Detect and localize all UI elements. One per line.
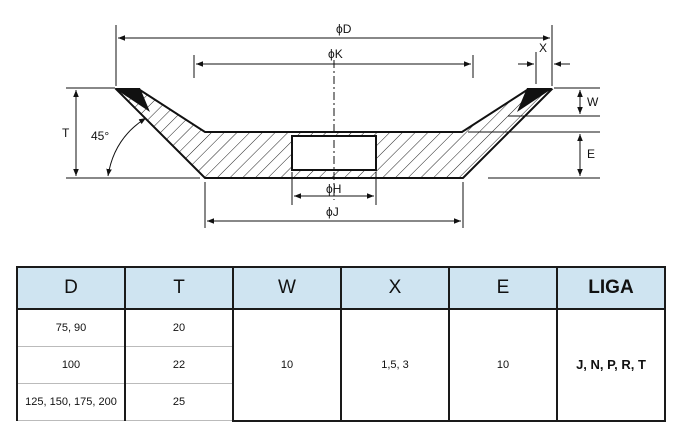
wheel-drawing: ϕD ϕK X T 45° W E ϕH ϕJ <box>62 22 600 228</box>
cell-t: 22 <box>124 346 234 384</box>
header-row: D T W X E LIGA <box>16 266 666 310</box>
table-row: 75, 90 20 10 1,5, 3 10 J, N, P, R, T <box>16 308 666 422</box>
label-d: ϕD <box>336 22 352 36</box>
label-angle: 45° <box>91 129 109 143</box>
spec-table: D T W X E LIGA 75, 90 20 10 1,5, 3 10 J,… <box>16 266 666 422</box>
header-x: X <box>340 266 450 310</box>
abrasive-layer-left <box>114 88 150 112</box>
table-row: 100 22 <box>16 346 665 384</box>
cell-e: 10 <box>448 308 558 422</box>
header-w: W <box>232 266 342 310</box>
label-h: ϕH <box>326 182 341 196</box>
label-e: E <box>587 147 595 161</box>
wheel-section <box>114 60 554 200</box>
cell-t: 25 <box>124 383 234 421</box>
header-t: T <box>124 266 234 310</box>
header-liga: LIGA <box>556 266 666 310</box>
label-w: W <box>587 95 599 109</box>
label-k: ϕK <box>328 47 343 61</box>
extension-lines <box>66 25 600 228</box>
cell-t: 20 <box>124 308 234 347</box>
cell-d: 75, 90 <box>16 308 126 347</box>
dimension-lines <box>73 35 583 224</box>
header-e: E <box>448 266 558 310</box>
cell-d: 100 <box>16 346 126 384</box>
abrasive-layer-right <box>517 88 553 112</box>
label-j: ϕJ <box>326 205 339 219</box>
cell-liga: J, N, P, R, T <box>556 308 666 422</box>
label-x: X <box>539 41 547 55</box>
cell-d: 125, 150, 175, 200 <box>16 383 126 421</box>
header-d: D <box>16 266 126 310</box>
table-row: 125, 150, 175, 200 25 <box>16 383 665 421</box>
label-t: T <box>62 126 70 140</box>
cell-x: 1,5, 3 <box>340 308 450 422</box>
cell-w: 10 <box>232 308 342 422</box>
